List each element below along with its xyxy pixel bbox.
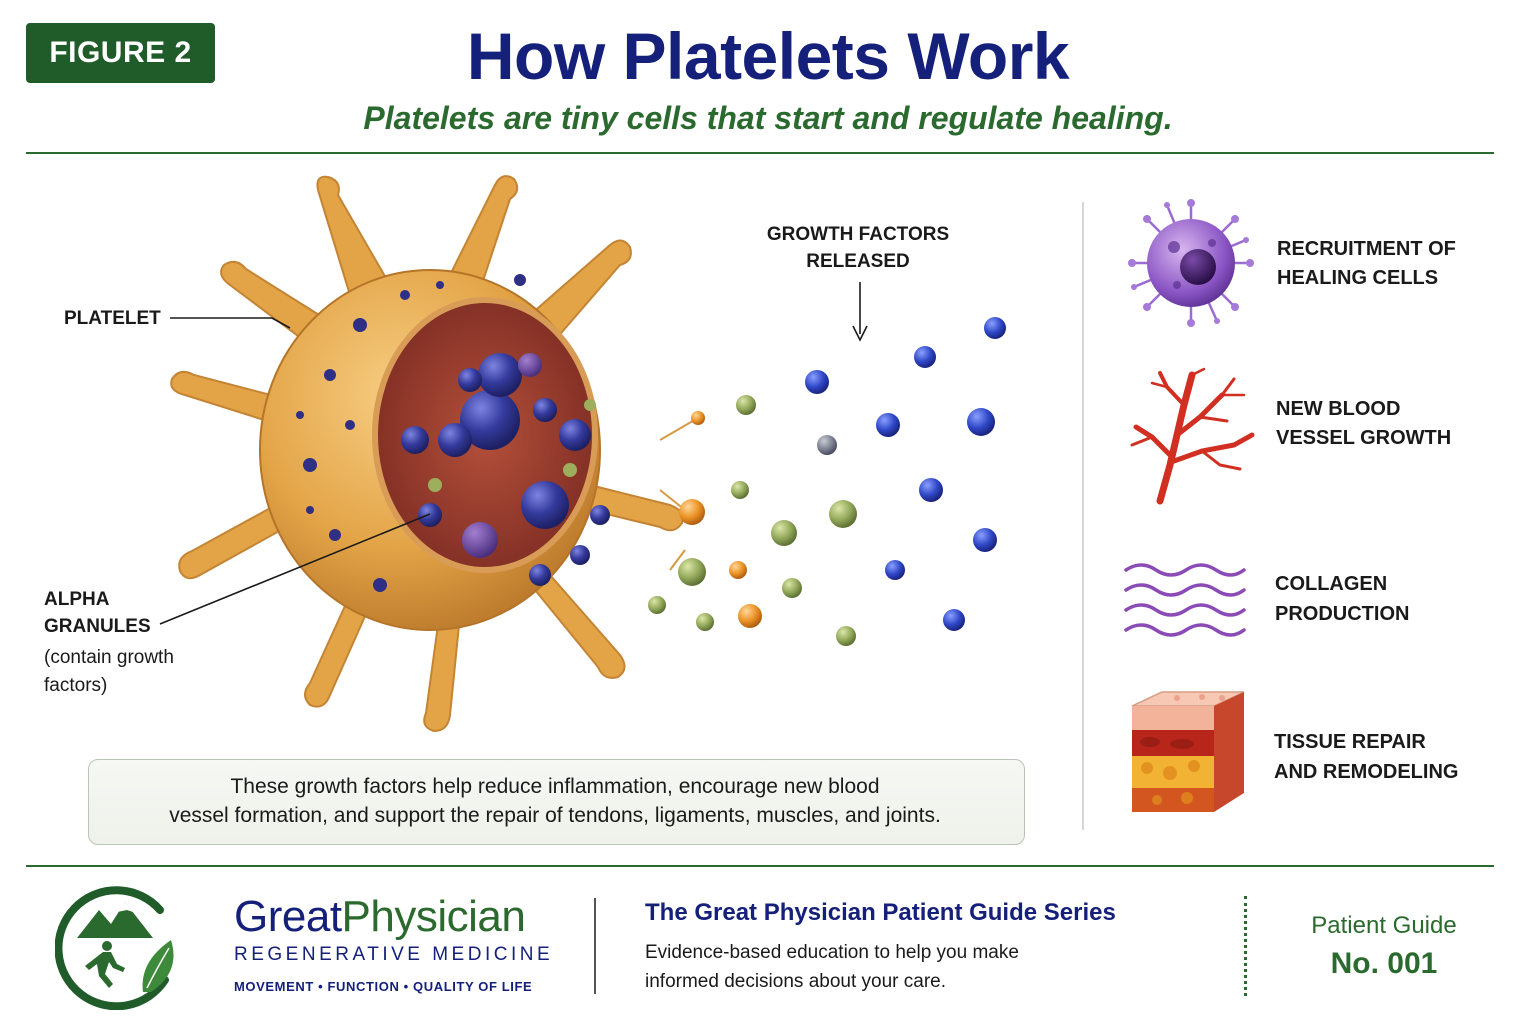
series-title: The Great Physician Patient Guide Series bbox=[645, 899, 1116, 926]
alpha-granules-note-2: factors) bbox=[44, 675, 108, 696]
alpha-granules-note-1: (contain growth bbox=[44, 647, 174, 668]
patient-guide-number: No. 001 bbox=[1330, 947, 1438, 980]
effect-vessel-line-1: NEW BLOOD bbox=[1276, 398, 1401, 420]
growth-factor-particles bbox=[648, 317, 1006, 646]
collagen-waves-icon bbox=[1124, 563, 1246, 637]
page-title: How Platelets Work bbox=[466, 19, 1070, 93]
footer-divider bbox=[26, 865, 1494, 867]
healing-cell-icon bbox=[1128, 199, 1254, 327]
effect-tissue-line-1: TISSUE REPAIR bbox=[1274, 731, 1426, 753]
effect-tissue-line-2: AND REMODELING bbox=[1274, 761, 1459, 783]
brand-name: GreatPhysician bbox=[234, 892, 526, 942]
patient-guide-label: Patient Guide bbox=[1311, 912, 1457, 939]
effect-vessel-line-2: VESSEL GROWTH bbox=[1276, 427, 1452, 449]
alpha-granules-label-1: ALPHA bbox=[44, 589, 110, 610]
blood-vessel-icon bbox=[1130, 367, 1255, 505]
callout-line-2: vessel formation, and support the repair… bbox=[169, 804, 941, 827]
alpha-granules bbox=[401, 353, 610, 586]
brand-name-part-1: Great bbox=[234, 892, 342, 941]
tissue-block-icon bbox=[1131, 691, 1245, 812]
effect-recruitment-line-1: RECRUITMENT OF bbox=[1277, 238, 1456, 260]
effect-collagen-line-2: PRODUCTION bbox=[1275, 603, 1410, 625]
series-description-line-2: informed decisions about your care. bbox=[645, 971, 946, 992]
callout-text: These growth factors help reduce inflamm… bbox=[100, 772, 1010, 830]
growth-factors-label-2: RELEASED bbox=[806, 251, 910, 272]
alpha-granules-label-2: GRANULES bbox=[44, 616, 151, 637]
effect-collagen-line-1: COLLAGEN bbox=[1275, 573, 1388, 595]
series-description-line-1: Evidence-based education to help you mak… bbox=[645, 942, 1019, 963]
page-subtitle: Platelets are tiny cells that start and … bbox=[363, 100, 1173, 136]
callout-line-1: These growth factors help reduce inflamm… bbox=[230, 775, 880, 798]
series-description: Evidence-based education to help you mak… bbox=[645, 938, 1085, 996]
brand-name-part-2: Physician bbox=[341, 892, 526, 941]
platelet-label: PLATELET bbox=[64, 308, 161, 329]
platelet-illustration bbox=[170, 175, 684, 733]
great-physician-logo-icon bbox=[55, 886, 174, 1010]
platelet-spikes bbox=[170, 175, 684, 733]
effect-recruitment-line-2: HEALING CELLS bbox=[1277, 267, 1439, 289]
footer-dotted-separator bbox=[1244, 896, 1247, 996]
growth-factors-label-1: GROWTH FACTORS bbox=[766, 224, 950, 245]
header-divider bbox=[26, 152, 1494, 154]
callout-box bbox=[88, 759, 1025, 845]
brand-subtitle: REGENERATIVE MEDICINE bbox=[234, 944, 554, 965]
figure-badge: FIGURE 2 bbox=[26, 23, 215, 83]
surface-spots bbox=[296, 274, 526, 592]
brand-tagline: MOVEMENT • FUNCTION • QUALITY OF LIFE bbox=[234, 979, 533, 994]
footer-separator bbox=[594, 898, 596, 994]
